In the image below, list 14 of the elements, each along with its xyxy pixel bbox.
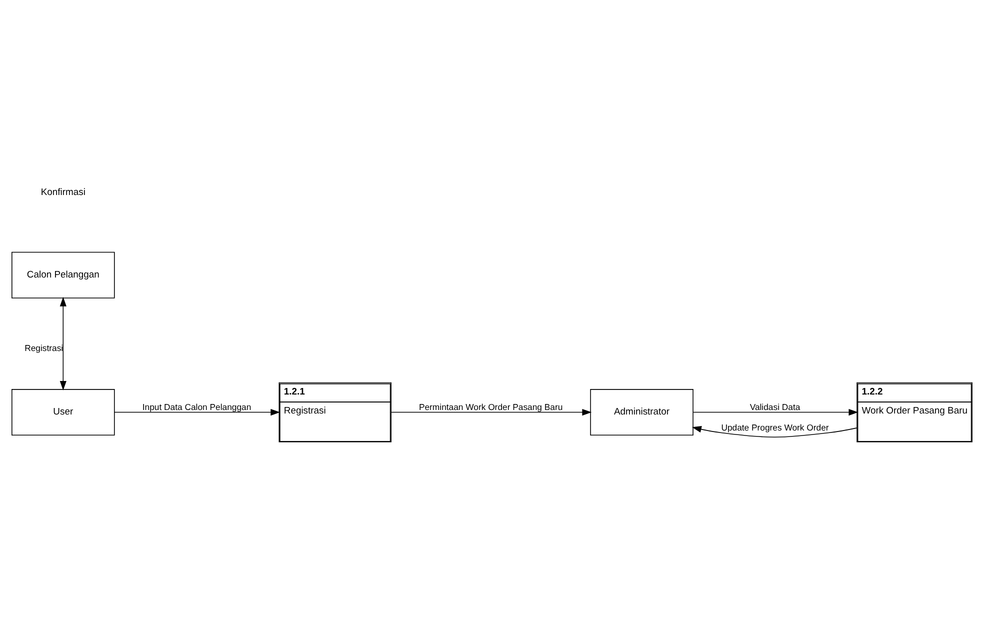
label: Konfirmasi — [40, 186, 86, 198]
node-box: User — [12, 388, 115, 436]
edge-label: Permintaan Work Order Pasang Baru — [418, 401, 563, 412]
arrow — [692, 426, 858, 438]
node-box: Administrator — [590, 388, 694, 436]
arrow — [60, 296, 66, 390]
arrow — [114, 408, 280, 416]
edge-label: Update Progres Work Order — [721, 422, 829, 432]
edge-label: Input Data Calon Pelanggan — [142, 401, 252, 412]
arrow — [390, 408, 592, 416]
node-box: Calon Pelanggan — [12, 251, 115, 298]
edge-label: Registrasi — [24, 342, 64, 352]
arrow — [692, 408, 858, 416]
edge-label: Validasi Data — [750, 401, 800, 412]
